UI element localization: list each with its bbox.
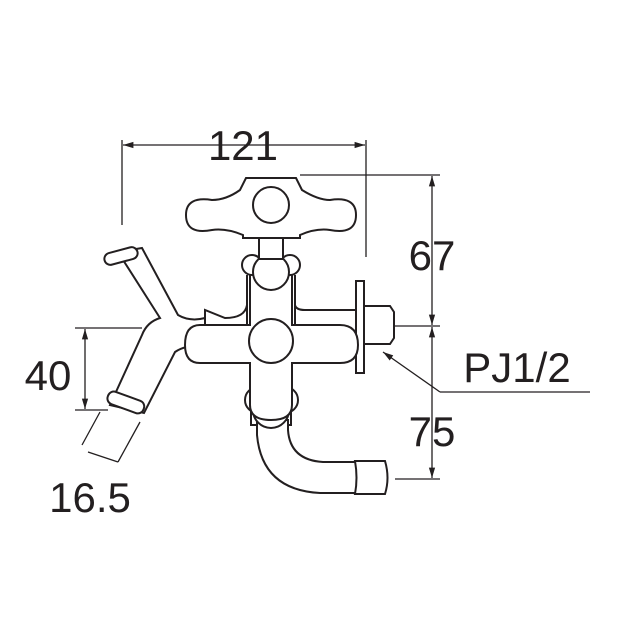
dim-spout-height-label: 40 (25, 352, 72, 399)
dim-upper-height-label: 67 (409, 232, 456, 279)
dimension-lines (75, 140, 590, 480)
left-spout (103, 246, 206, 415)
cross-handle (183, 253, 360, 422)
thread-spec-label: PJ1/2 (463, 344, 570, 391)
dim-lower-height-label: 75 (409, 408, 456, 455)
dim-width-label: 121 (208, 122, 278, 169)
dim-spout-diameter-label: 16.5 (49, 474, 131, 521)
top-handle (184, 177, 358, 260)
